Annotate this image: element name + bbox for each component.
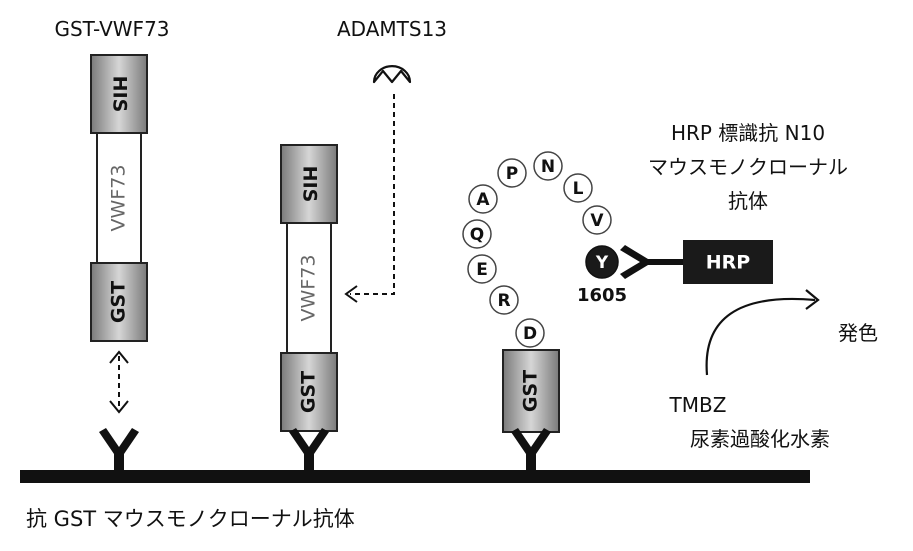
urea-peroxide-label: 尿素過酸化水素: [690, 427, 830, 451]
bottom-antibody-label: 抗 GST マウスモノクローナル抗体: [26, 507, 355, 531]
vwf73-label: VWF73: [108, 165, 130, 232]
tmbz-label: TMBZ: [669, 393, 727, 417]
construct-3: GST: [502, 349, 560, 433]
residue-q: Q: [462, 219, 492, 249]
hrp-antibody-label-line1: HRP 標識抗 N10: [671, 121, 825, 145]
adamts13-label: ADAMTS13: [337, 17, 447, 41]
svg-text:R: R: [497, 291, 510, 311]
hrp-antibody-label-line3: 抗体: [728, 189, 768, 213]
adamts13-enzyme-icon: [372, 65, 412, 84]
svg-text:N: N: [541, 157, 555, 177]
residue-l: L: [563, 173, 593, 203]
his-tag-box: [90, 54, 148, 134]
vwf73-segment: [96, 132, 142, 264]
hrp-box: [683, 240, 773, 284]
his-tag-label: HIS: [109, 76, 131, 113]
hrp-antibody-y-icon: [620, 245, 684, 279]
svg-text:D: D: [523, 324, 537, 344]
hrp-antibody-label-line2: マウスモノクローナル: [648, 155, 848, 179]
gst-tag-label: GST: [520, 370, 542, 412]
svg-text:V: V: [590, 211, 604, 231]
residue-p: P: [497, 158, 527, 188]
color-development-label: 発色: [838, 321, 878, 345]
gst-tag-box: [280, 352, 338, 432]
reaction-arrow: [705, 289, 820, 376]
gst-tag-label: GST: [108, 281, 130, 323]
capture-antibody-1-icon: [99, 428, 139, 472]
residue-y: Y: [585, 245, 619, 279]
hrp-label: HRP: [706, 252, 751, 274]
gst-tag-box: [90, 262, 148, 342]
svg-text:E: E: [476, 260, 488, 280]
svg-text:L: L: [573, 179, 584, 199]
construct-1: HIS VWF73 GST: [90, 54, 148, 342]
svg-text:Y: Y: [595, 253, 609, 273]
residue-e: E: [467, 254, 497, 284]
binding-double-arrow: [109, 350, 129, 414]
gst-tag-box: [502, 349, 560, 433]
svg-text:A: A: [476, 190, 490, 210]
capture-antibody-2-icon: [289, 428, 329, 472]
svg-text:P: P: [506, 164, 518, 184]
his-tag-label: HIS: [299, 166, 321, 203]
residue-d: D: [515, 318, 545, 348]
residue-number-label: 1605: [577, 285, 627, 306]
vwf73-label: VWF73: [298, 255, 320, 322]
residue-r: R: [489, 285, 519, 315]
residue-a: A: [468, 184, 498, 214]
svg-text:Q: Q: [470, 225, 484, 245]
construct-2: HIS VWF73 GST: [280, 144, 338, 432]
plate-surface-bar: [20, 470, 810, 483]
cleavage-dashed-arrow: [344, 94, 395, 303]
residue-v: V: [582, 205, 612, 235]
gst-vwf73-label: GST-VWF73: [54, 17, 169, 41]
peptide-chain: D R E Q A P N L V Y: [462, 151, 619, 348]
gst-tag-label: GST: [298, 371, 320, 413]
residue-n: N: [533, 151, 563, 181]
capture-antibody-3-icon: [511, 428, 551, 472]
his-tag-box: [280, 144, 338, 224]
